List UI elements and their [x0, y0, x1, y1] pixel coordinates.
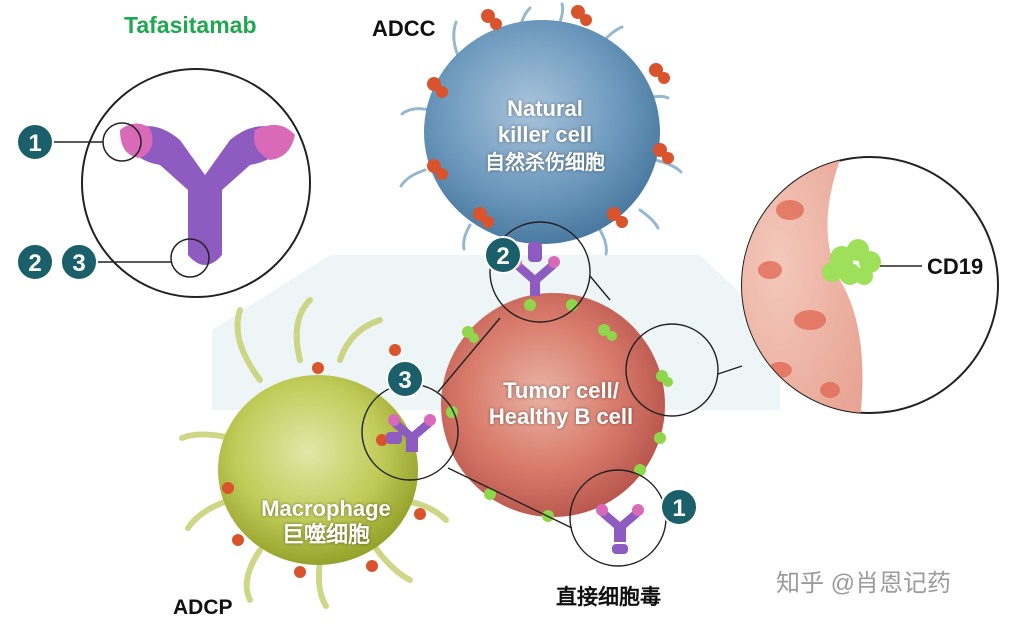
antibody-zoom [52, 68, 311, 298]
tumor-cell-label-line1: Tumor cell/ [503, 378, 619, 403]
macrophage-cell [179, 297, 449, 609]
badge-fab-1: 1 [16, 123, 54, 161]
cd19-label: CD19 [927, 254, 984, 279]
nk-cell-label: Natural killer cell 自然杀伤细胞 [470, 96, 620, 176]
nk-cell-label-line2: killer cell [497, 121, 593, 147]
macrophage-label-line1: Macrophage [261, 496, 391, 521]
badge-fc-2: 2 [16, 243, 54, 281]
badge-adcc-2: 2 [484, 236, 522, 274]
diagram-title: Tafasitamab [124, 12, 257, 38]
direct-cytotoxicity-label: 直接细胞毒 [556, 586, 661, 609]
badge-cytotoxic-1: 1 [660, 488, 698, 526]
nk-cell-label-line1: Natural [507, 96, 583, 121]
cd19-zoom [741, 156, 999, 414]
antibody-adcp [386, 414, 436, 452]
macrophage-label: Macrophage 巨噬细胞 [236, 496, 416, 548]
nk-cell-label-line3: 自然杀伤细胞 [485, 151, 605, 174]
adcc-label: ADCC [372, 16, 436, 41]
adcp-label: ADCP [173, 596, 233, 619]
nk-cell [399, 2, 683, 256]
watermark: 知乎 @肖恩记药 [776, 570, 952, 597]
badge-adcp-3: 3 [386, 360, 424, 398]
antibody-cdc [596, 504, 644, 554]
macrophage-label-line2: 巨噬细胞 [281, 521, 370, 547]
badge-fc-3: 3 [60, 243, 98, 281]
tumor-cell-label: Tumor cell/ Healthy B cell [466, 378, 656, 430]
tumor-cell-label-line2: Healthy B cell [488, 403, 634, 429]
tumor-cell [441, 293, 673, 522]
